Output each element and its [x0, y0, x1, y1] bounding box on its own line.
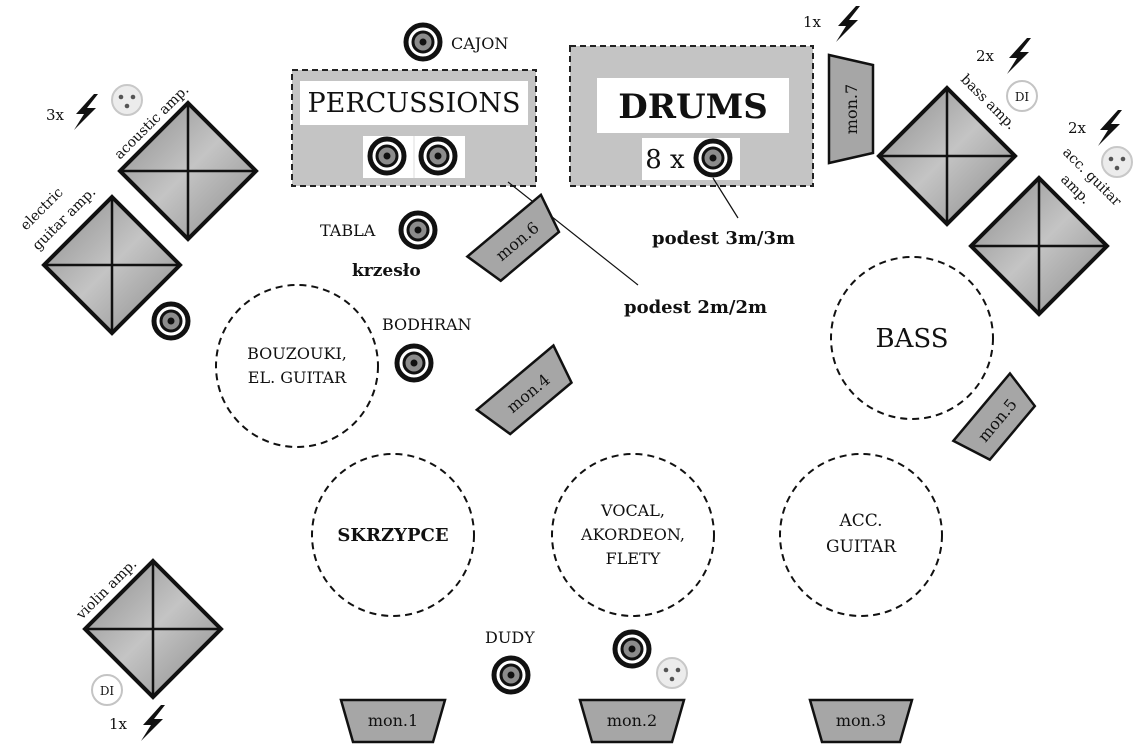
vocal-mic	[615, 632, 649, 666]
power-bolt-icon	[74, 94, 98, 130]
drums-area: DRUMS 8 x	[569, 45, 814, 187]
cajon-label: CAJON	[451, 34, 508, 53]
svg-text:GUITAR: GUITAR	[826, 537, 897, 557]
power-bolt-icon	[1007, 38, 1031, 74]
drums-mic-count: 8 x	[645, 145, 685, 175]
bodhran-label: BODHRAN	[382, 315, 472, 334]
svg-text:mon.7: mon.7	[842, 84, 861, 134]
svg-text:mon.3: mon.3	[836, 711, 886, 730]
monitor-7: mon.7	[827, 53, 875, 165]
svg-text:EL. GUITAR: EL. GUITAR	[248, 368, 347, 387]
acoustic-xlr-icon	[111, 84, 143, 116]
dudy-label: DUDY	[485, 628, 535, 647]
position-skrzypce: SKRZYPCE	[311, 453, 475, 617]
monitor-1: mon.1	[339, 698, 447, 744]
power-bolt-icon	[1098, 110, 1122, 146]
vocal-xlr-icon	[656, 657, 688, 689]
svg-text:mon.2: mon.2	[607, 711, 657, 730]
power-count-bass: 2x	[976, 47, 995, 65]
power-bolt-icon	[836, 6, 860, 42]
svg-text:BOUZOUKI,: BOUZOUKI,	[247, 344, 347, 363]
cajon-mic	[406, 25, 440, 59]
tabla-mic	[401, 213, 435, 247]
svg-text:mon.1: mon.1	[368, 711, 418, 730]
violin-amp: violin amp.	[73, 556, 224, 700]
monitor-5: mon.5	[951, 371, 1037, 462]
svg-text:AKORDEON,: AKORDEON,	[580, 525, 685, 544]
drums-mic	[696, 141, 730, 175]
svg-text:DI: DI	[100, 684, 115, 698]
di-box-bass: DI	[1006, 80, 1038, 112]
power-count-violin: 1x	[109, 715, 128, 733]
svg-text:BASS: BASS	[875, 324, 948, 354]
guitar-amp-mic	[154, 304, 188, 338]
position-vocal: VOCAL, AKORDEON, FLETY	[551, 453, 715, 617]
power-count-acc: 2x	[1068, 119, 1087, 137]
power-count-drums: 1x	[803, 13, 822, 31]
position-acc-guitar: ACC. GUITAR	[779, 453, 943, 617]
bodhran-mic	[397, 346, 431, 380]
drums-label: DRUMS	[618, 87, 768, 127]
podest-small-label: podest 2m/2m	[624, 297, 767, 318]
di-box-violin: DI	[91, 674, 123, 706]
krzeslo-label: krzesło	[352, 261, 421, 281]
podest-small-leader	[507, 181, 639, 286]
position-bass: BASS	[830, 256, 994, 420]
svg-text:FLETY: FLETY	[606, 549, 661, 568]
svg-text:DI: DI	[1015, 90, 1030, 104]
percussion-mic-1	[370, 139, 404, 173]
svg-text:ACC.: ACC.	[838, 511, 882, 531]
position-bouzouki: BOUZOUKI, EL. GUITAR	[215, 284, 379, 448]
acc-xlr-icon	[1101, 146, 1133, 178]
percussions-area: PERCUSSIONS	[291, 69, 537, 187]
podest-big-leader	[712, 177, 739, 219]
power-bolt-icon	[141, 705, 165, 741]
bass-amp: bass amp.	[876, 72, 1019, 227]
tabla-label: TABLA	[320, 221, 376, 240]
monitor-4: mon.4	[474, 343, 574, 436]
monitor-3: mon.3	[808, 698, 914, 744]
percussions-label: PERCUSSIONS	[307, 88, 520, 119]
monitor-6: mon.6	[465, 192, 561, 283]
percussion-mic-2	[421, 139, 455, 173]
svg-text:SKRZYPCE: SKRZYPCE	[337, 525, 448, 546]
power-count-left: 3x	[46, 106, 65, 124]
svg-text:VOCAL,: VOCAL,	[600, 501, 665, 520]
monitor-2: mon.2	[578, 698, 686, 744]
dudy-mic	[494, 658, 528, 692]
podest-big-label: podest 3m/3m	[652, 228, 795, 249]
